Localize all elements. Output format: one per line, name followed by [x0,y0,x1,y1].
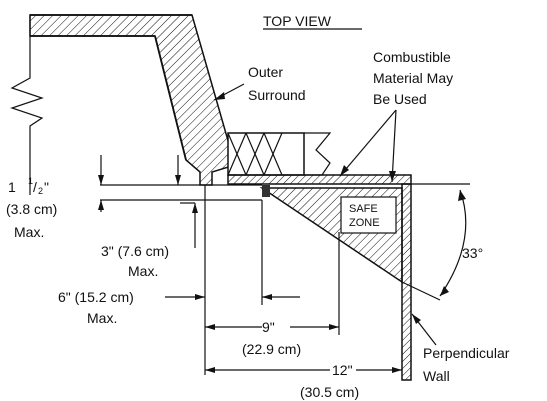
dim-12in [205,367,402,373]
diagram-title: TOP VIEW [263,13,332,29]
dim-1-5in-metric: (3.8 cm) [6,201,57,217]
dim-12in-metric: (30.5 cm) [300,384,359,400]
dim-9in [205,232,340,335]
dim-1-5in-slash: / [33,179,37,195]
dim-3in-label: 3" (7.6 cm) [101,243,169,259]
dim-6in-max: Max. [87,310,117,326]
safe-zone-box [340,196,397,234]
safe-zone-label-1: SAFE [349,203,378,215]
perpendicular-label-2: Wall [423,368,450,384]
dim-3in [175,155,198,248]
outer-surround [10,14,236,195]
combustible-leader-2 [391,109,397,183]
dim-6in [165,185,300,375]
dim-3in-max: Max. [128,263,158,279]
dim-1-5in-num: 1 [28,176,33,186]
outer-surround-label-1: Outer [248,64,283,80]
dim-9in-metric: (22.9 cm) [242,341,301,357]
angle-label: 33° [462,245,483,261]
safe-zone-label-2: ZONE [349,217,380,229]
dim-1-5in-whole: 1 [8,179,16,195]
dim-1-5in-inch: " [44,179,49,195]
dim-1-5in-max: Max. [14,224,44,240]
combustible-label-1: Combustible [373,49,451,65]
perpendicular-label-1: Perpendicular [423,345,510,361]
dim-1-5in-den: 2 [38,186,43,196]
combustible-label-2: Material May [373,70,453,86]
dim-9in-label: 9" [262,319,275,335]
mantel-boxes [227,132,332,176]
combustible-strip [227,174,412,185]
angle-indicator [401,183,470,301]
dim-1-5in [98,155,262,212]
outer-surround-label-2: Surround [248,87,306,103]
combustible-leader-1 [339,109,397,177]
combustible-label-3: Be Used [373,91,427,107]
dim-12in-label: 12" [332,362,353,378]
dim-6in-label: 6" (15.2 cm) [58,289,134,305]
